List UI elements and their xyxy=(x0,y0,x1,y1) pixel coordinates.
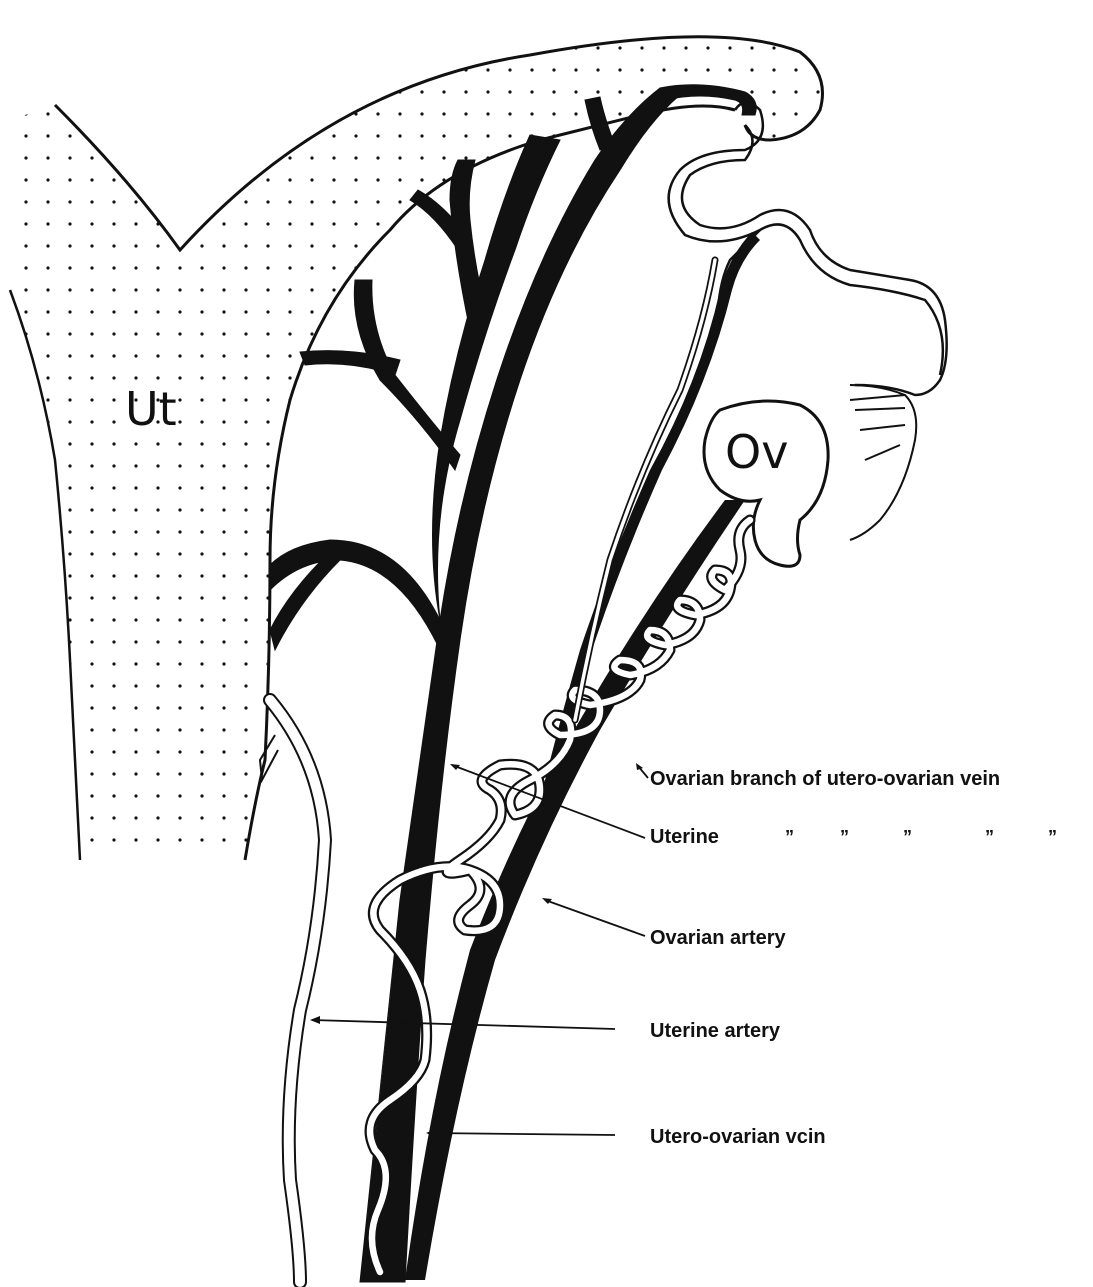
uterus-label: Ut xyxy=(125,382,177,436)
fimbria xyxy=(850,385,916,540)
label-ovarian-branch: Ovarian branch of utero-ovarian vein xyxy=(650,768,1000,790)
label-uterine-artery: Uterine artery xyxy=(650,1020,781,1042)
uterus-body xyxy=(10,37,823,860)
label-ovarian-artery: Ovarian artery xyxy=(650,927,787,949)
leader-ovarian-artery xyxy=(545,900,645,936)
uterine-artery xyxy=(260,700,325,1282)
label-utero-ovarian-vein: Utero-ovarian vcin xyxy=(650,1126,826,1148)
ditto-mark-1: ” xyxy=(785,827,794,847)
ditto-mark-5: ” xyxy=(1048,827,1057,847)
leader-utero-ovarian-vein xyxy=(428,1133,615,1135)
label-uterine: Uterine xyxy=(650,826,719,848)
ditto-mark-3: ” xyxy=(903,827,912,847)
ditto-mark-4: ” xyxy=(985,827,994,847)
ovary-label: Ov xyxy=(725,425,788,479)
ditto-mark-2: ” xyxy=(840,827,849,847)
ovary: Ov xyxy=(704,401,828,566)
